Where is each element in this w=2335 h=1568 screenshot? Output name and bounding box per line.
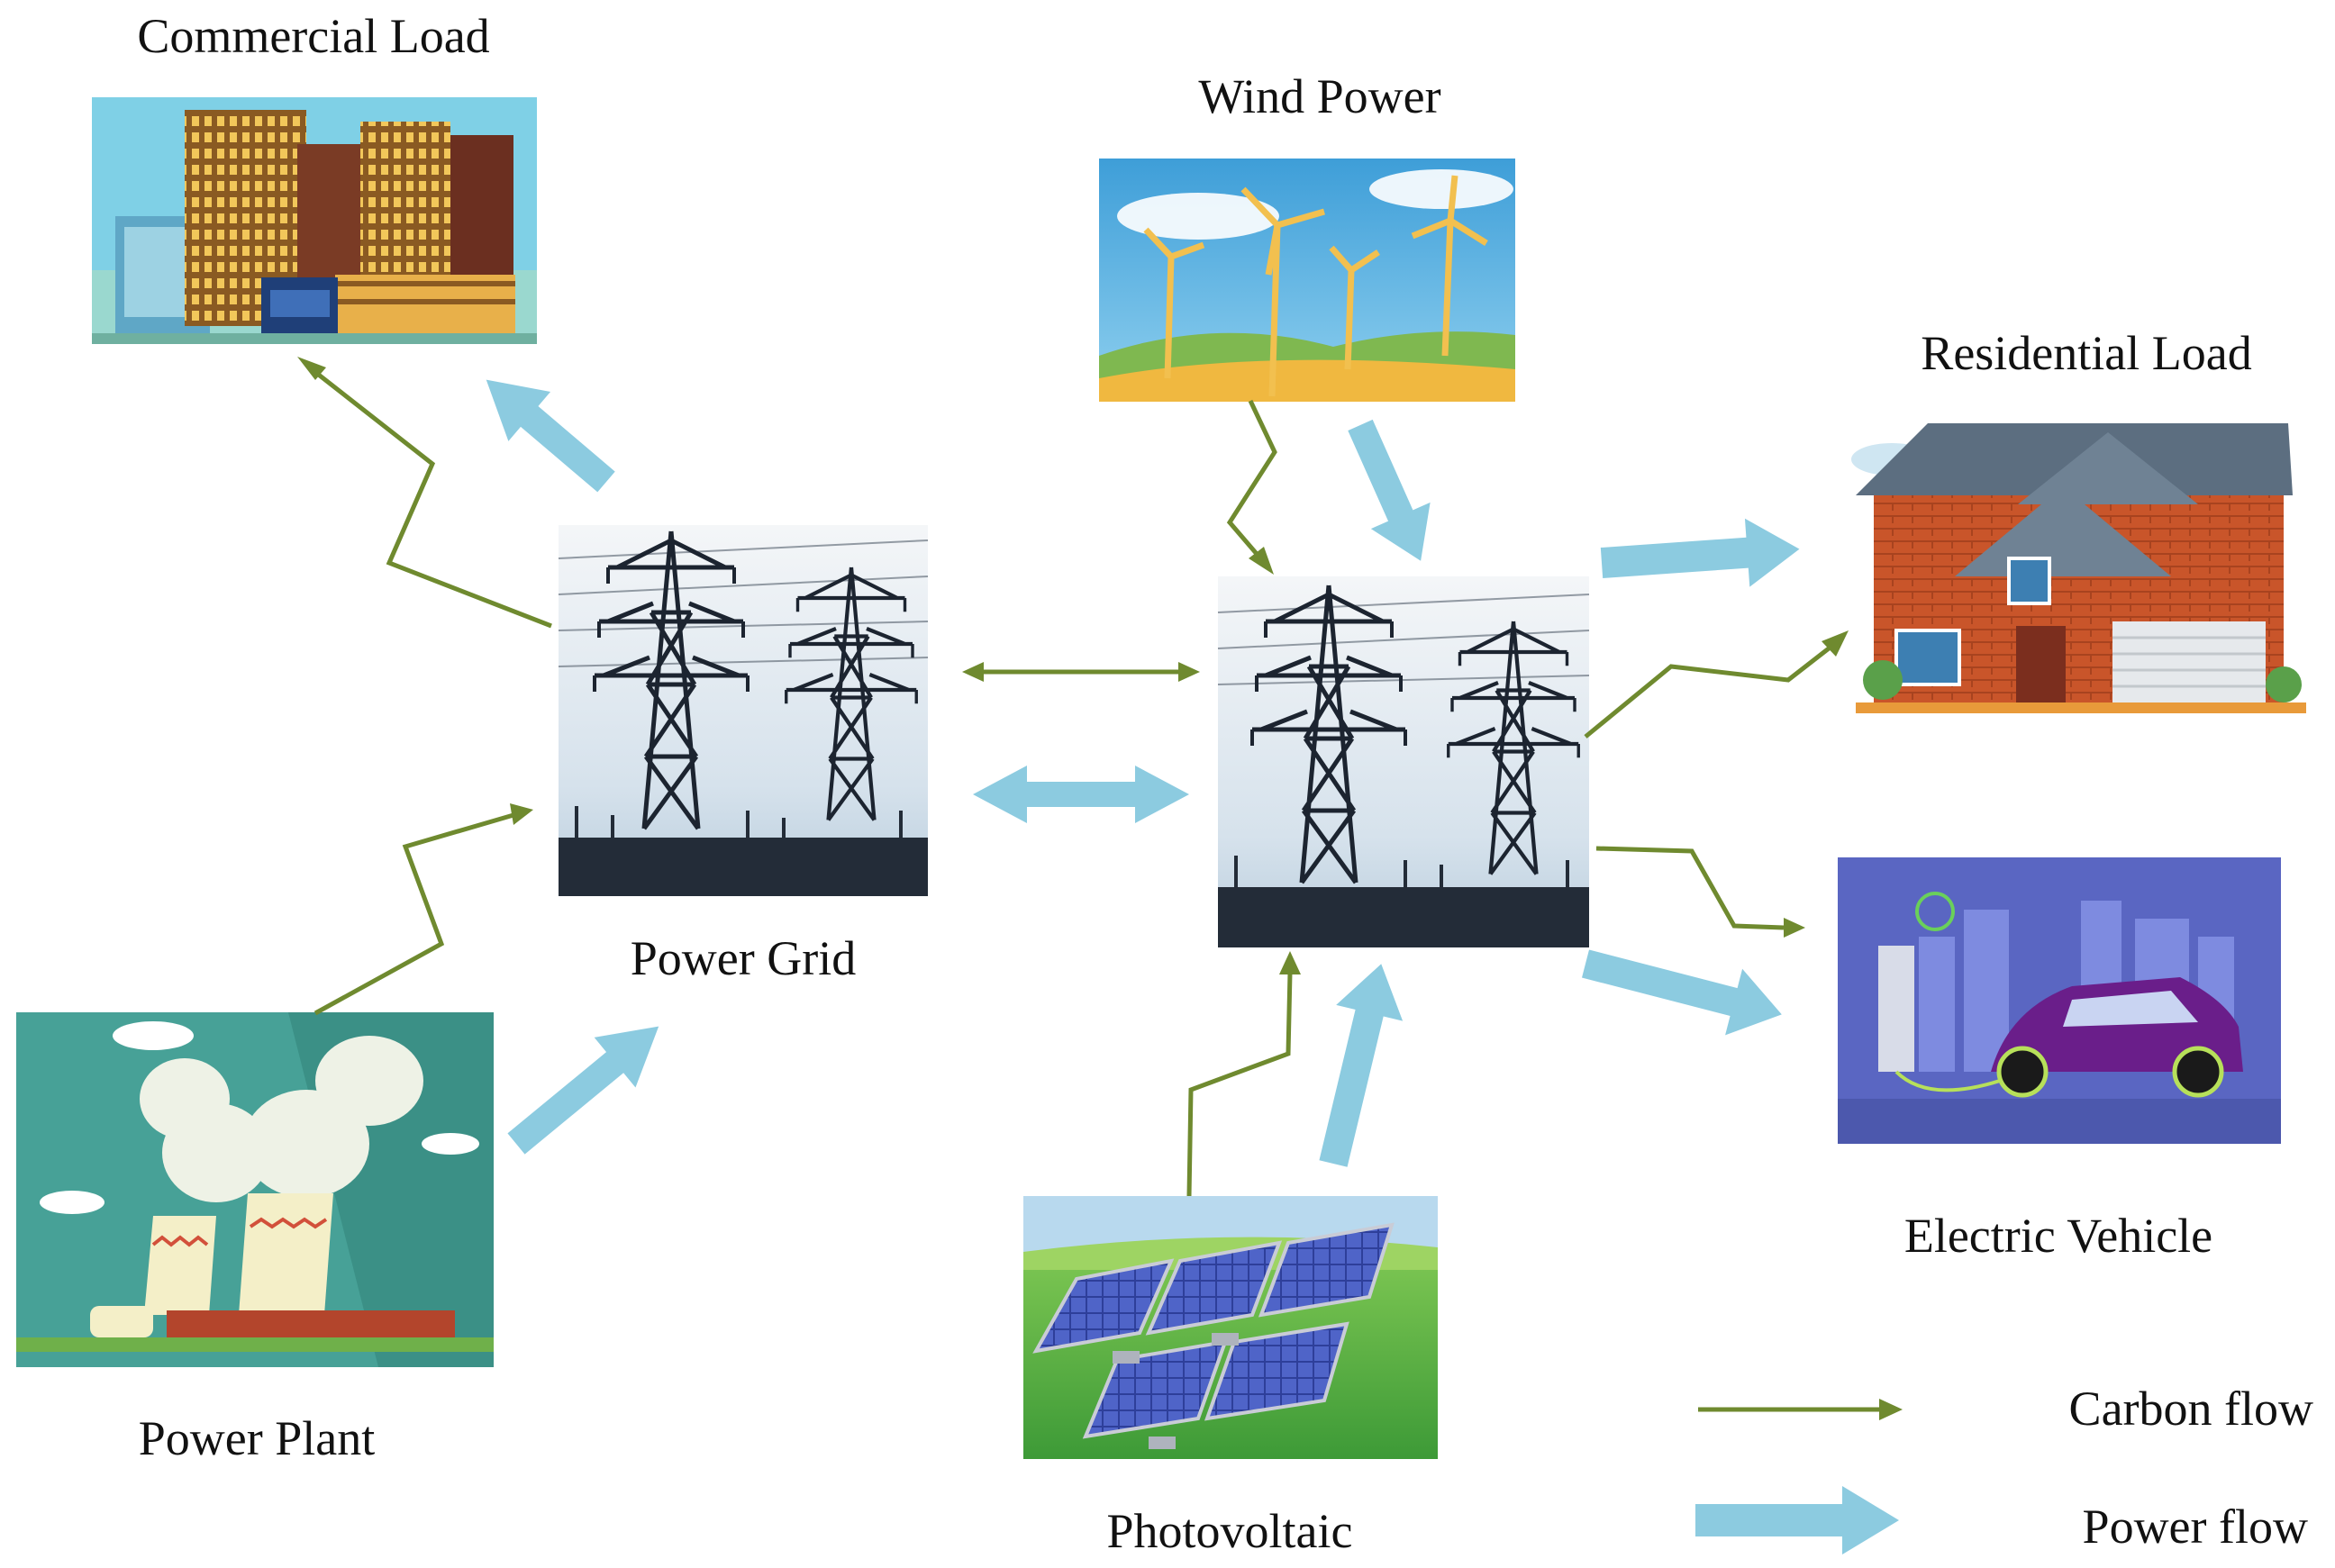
wind-power-label: Wind Power — [1198, 69, 1440, 123]
carbon-arrow-pv-to-distribution — [1186, 951, 1301, 1197]
power-arrow-grid-bidirectional — [973, 766, 1189, 823]
power-arrow-plant-to-grid — [507, 1026, 659, 1155]
carbon-arrow-distribution-to-residential — [1584, 630, 1849, 739]
legend-power-flow-label: Power flow — [2083, 1500, 2308, 1554]
power-arrow-wind-to-distribution — [1348, 419, 1431, 561]
carbon-arrow-distribution-to-ev — [1595, 846, 1805, 938]
power-grid-label: Power Grid — [631, 931, 856, 985]
residential-load-image — [1851, 423, 2306, 713]
legend-carbon-flow-swatch — [1698, 1399, 1903, 1420]
power-arrow-pv-to-distribution — [1319, 964, 1404, 1167]
photovoltaic-label: Photovoltaic — [1107, 1504, 1353, 1558]
power-plant-image — [16, 1012, 494, 1367]
electric-vehicle-image — [1838, 857, 2281, 1144]
electric-vehicle-label: Electric Vehicle — [1904, 1209, 2212, 1263]
power-plant-label: Power Plant — [139, 1411, 376, 1465]
carbon-arrow-grid-to-commercial — [297, 357, 552, 629]
power-arrow-distribution-to-ev — [1581, 949, 1782, 1036]
carbon-arrow-grid-bidirectional — [962, 662, 1200, 682]
wind-power-image — [1099, 159, 1515, 402]
carbon-flow-arrows — [297, 357, 1849, 1197]
power-arrow-grid-to-commercial — [486, 379, 615, 493]
legend-carbon-flow-label: Carbon flow — [2069, 1382, 2313, 1436]
commercial-load-image — [92, 97, 537, 344]
power-flow-arrows — [486, 379, 1800, 1167]
carbon-arrow-plant-to-grid — [313, 803, 533, 1016]
legend: Carbon flow Power flow — [1695, 1382, 2313, 1554]
residential-load-label: Residential Load — [1921, 326, 2251, 380]
carbon-arrow-wind-to-distribution — [1226, 399, 1277, 575]
distribution-grid-image — [1217, 576, 1590, 947]
legend-power-flow-swatch — [1695, 1486, 1899, 1554]
power-arrow-distribution-to-residential — [1600, 518, 1800, 587]
photovoltaic-image — [1023, 1196, 1438, 1459]
commercial-load-label: Commercial Load — [137, 9, 489, 63]
power-grid-image — [558, 525, 929, 896]
